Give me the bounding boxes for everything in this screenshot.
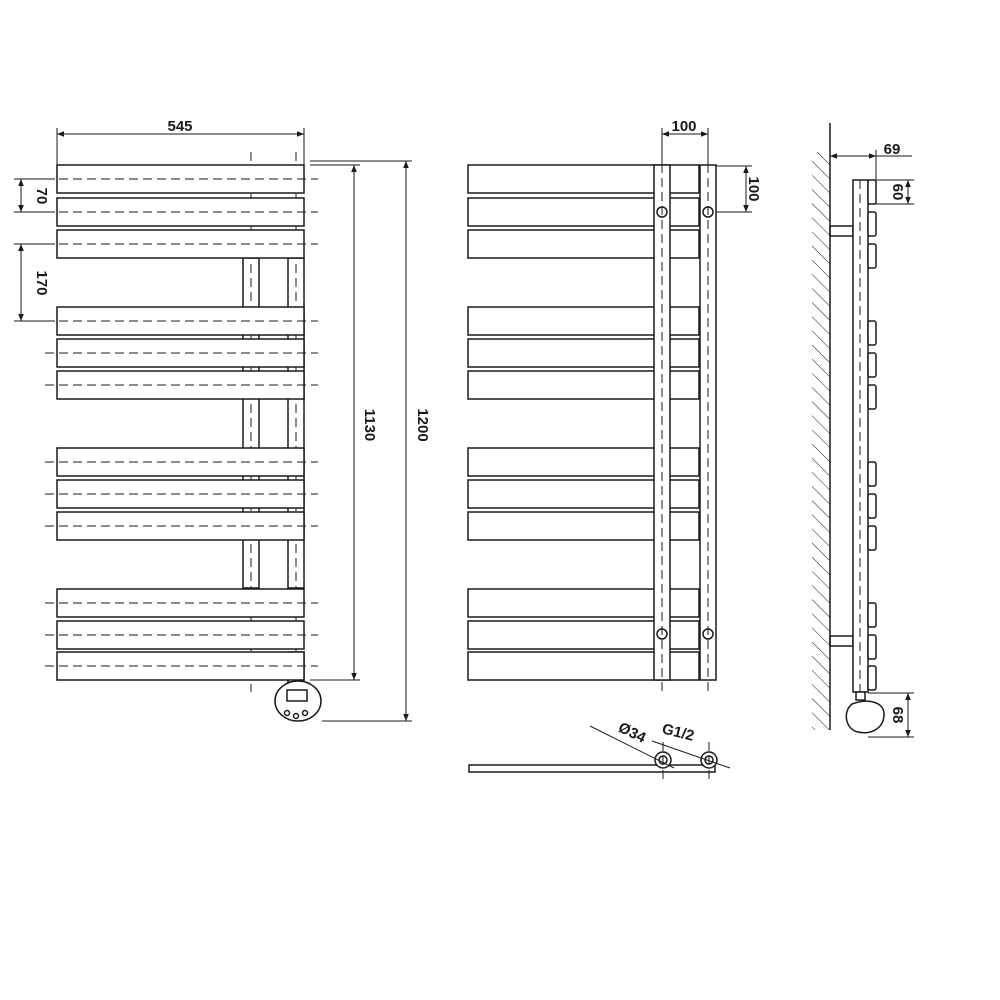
side-bar-ends [867,179,877,691]
dim-overall-width: 545 [167,118,192,135]
side-dimensions [830,150,914,738]
dim-thread: G1/2 [660,720,696,744]
dim-bar-depth: 60 [889,184,906,201]
dim-top-offset: 100 [745,176,762,201]
dim-total-height: 1200 [414,408,431,441]
bottom-dimensions [589,725,731,769]
dim-rail-height: 1130 [361,409,378,442]
mounting-points [656,206,714,640]
dim-rail-spacing: 100 [671,118,696,135]
rear-view [467,150,717,692]
front-view [45,152,322,722]
dim-heater-height: 68 [889,707,906,724]
bottom-view [468,742,718,782]
rear-bars [467,164,700,681]
front-dimensions [14,128,412,722]
side-view [812,123,885,734]
bottom-profile [468,764,716,773]
front-bar-centerlines [45,178,318,667]
rear-centerlines [661,150,709,692]
dim-group-gap: 170 [33,270,50,295]
wall-brackets [829,225,854,647]
rear-dimensions [661,128,752,213]
dim-collar-diameter: Ø34 [616,719,650,747]
dim-wall-projection: 69 [884,141,901,158]
side-heater [845,691,885,734]
wall-hatch [812,152,830,730]
dim-bar-height: 70 [33,188,50,205]
heater-control-unit [274,680,322,722]
